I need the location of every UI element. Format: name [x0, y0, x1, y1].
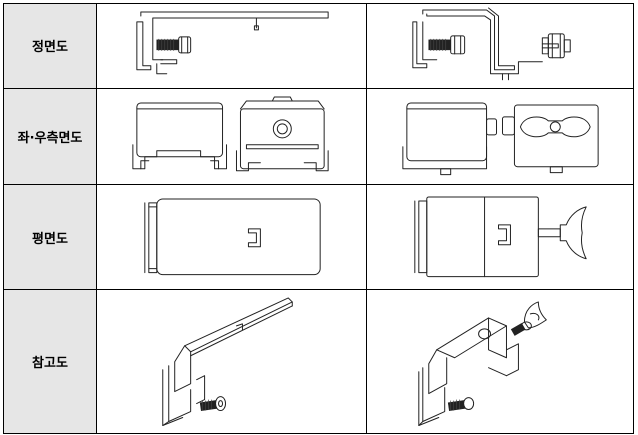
row-front-view: 정면도 — [3, 3, 634, 89]
front-view-design-2 — [366, 3, 634, 89]
views-table: 정면도 — [3, 3, 634, 435]
design-drawing-sheet: 정면도 — [3, 3, 634, 435]
row-plan-view: 평면도 — [3, 184, 634, 290]
plan-view-design-2 — [366, 184, 634, 290]
front-view-drawing-1 — [136, 11, 329, 75]
row-label-side-view: 좌·우측면도 — [3, 87, 97, 186]
front-view-drawing-2 — [412, 7, 571, 81]
row-label-plan-view: 평면도 — [3, 184, 97, 290]
reference-view-drawing-2 — [418, 301, 547, 426]
plan-view-drawing-2 — [414, 196, 587, 278]
row-side-view: 좌·우측면도 — [3, 87, 634, 186]
reference-view-design-2 — [366, 288, 634, 435]
side-view-design-1 — [96, 87, 367, 186]
side-view-drawing-1 — [132, 96, 329, 171]
reference-view-design-1 — [96, 288, 367, 435]
plan-view-design-1 — [96, 184, 367, 290]
plan-view-drawing-1 — [144, 198, 321, 276]
row-reference-view: 참고도 — [3, 288, 634, 435]
row-label-front-view: 정면도 — [3, 3, 97, 89]
row-label-reference-view: 참고도 — [3, 288, 97, 435]
front-view-design-1 — [96, 3, 367, 89]
side-view-drawing-2 — [402, 102, 599, 175]
reference-view-drawing-1 — [162, 297, 293, 426]
side-view-design-2 — [366, 87, 634, 186]
